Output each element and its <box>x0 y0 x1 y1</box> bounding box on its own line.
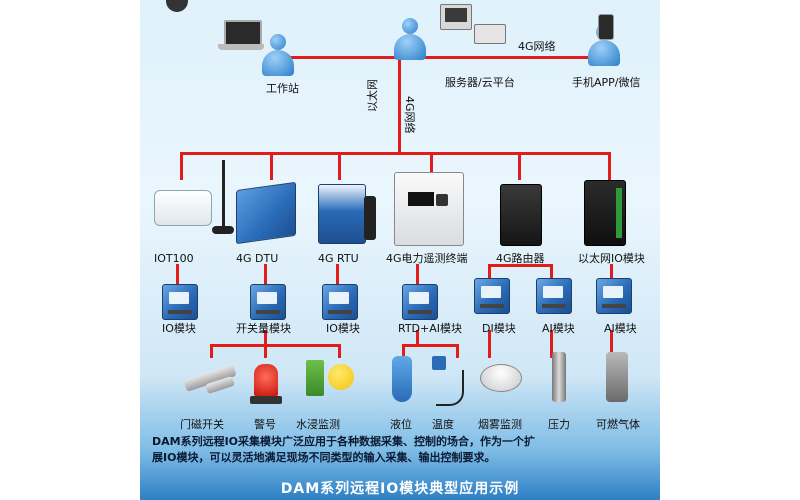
drop-line <box>270 152 273 180</box>
mobile-phone-icon <box>598 14 614 40</box>
smoke-detector-icon <box>480 364 522 392</box>
sensor-link-line <box>264 344 267 358</box>
module-link-line <box>264 264 267 284</box>
link-4g-label: 4G网络 <box>518 40 556 53</box>
sensor-link-line <box>456 344 459 358</box>
antenna-base-icon <box>212 226 234 234</box>
pressure-sensor-icon <box>552 352 566 402</box>
gateway-label: 4G RTU <box>318 252 359 265</box>
alarm-siren-base <box>250 396 282 404</box>
module-link-line <box>490 264 552 267</box>
sensor-label: 警号 <box>254 418 276 431</box>
vertical-trunk-line <box>398 58 401 154</box>
sensor-label: 门磁开关 <box>180 418 224 431</box>
terminal-display <box>408 192 434 206</box>
description-line-2: 展IO模块，可以灵活地满足现场不同类型的输入采集、输出控制要求。 <box>152 451 496 464</box>
io-module <box>596 278 632 314</box>
drop-line <box>180 152 183 180</box>
4g-dtu-device <box>236 181 296 245</box>
io-module <box>250 284 286 320</box>
liquid-level-sensor-icon <box>392 356 412 402</box>
water-leak-sensor-icon <box>306 360 324 396</box>
top-network-line <box>280 56 620 59</box>
water-leak-probe-icon <box>328 364 354 390</box>
io-module <box>402 284 438 320</box>
server-computer-icon <box>440 4 472 30</box>
gateway-bus-line <box>180 152 610 155</box>
sensor-label: 烟雾监测 <box>478 418 522 431</box>
sensor-link-line <box>210 344 213 358</box>
vertical-link-label-4g: 4G网络 <box>403 96 416 134</box>
server-label: 服务器/云平台 <box>445 76 515 89</box>
io-module <box>322 284 358 320</box>
sensor-link-line <box>338 344 341 358</box>
mobile-label: 手机APP/微信 <box>572 76 641 89</box>
sensor-label: 液位 <box>390 418 412 431</box>
combustible-gas-detector-icon <box>606 352 628 402</box>
sensor-link-line <box>264 330 267 346</box>
brand-logo <box>166 0 188 12</box>
description-line-1: DAM系列远程IO采集模块广泛应用于各种数据采集、控制的场合，作为一个扩 <box>152 435 536 448</box>
workstation-label: 工作站 <box>266 82 299 95</box>
sensor-link-line <box>416 330 419 346</box>
module-link-line <box>416 264 419 284</box>
terminal-keypad <box>436 194 448 206</box>
module-label: AI模块 <box>604 322 637 335</box>
sensor-link-line <box>488 330 491 358</box>
module-link-line <box>550 264 553 284</box>
printer-icon <box>474 24 506 44</box>
4g-rtu-side <box>364 196 376 240</box>
gateway-label: 4G DTU <box>236 252 279 265</box>
sensor-label: 压力 <box>548 418 570 431</box>
iot100-device <box>154 190 212 226</box>
module-label: IO模块 <box>162 322 196 335</box>
power-telemetry-terminal-device <box>394 172 464 246</box>
temperature-sensor-icon <box>432 356 446 370</box>
io-module <box>474 278 510 314</box>
diagram-panel: 工作站 服务器/云平台 4G网络 手机APP/微信 以太网 4G网络 IOT10… <box>140 0 660 500</box>
alarm-siren-icon <box>254 364 278 396</box>
antenna-icon <box>222 160 225 230</box>
temperature-sensor-cable <box>436 370 464 406</box>
module-label: DI模块 <box>482 322 516 335</box>
sensor-bus-line <box>210 344 340 347</box>
module-label: IO模块 <box>326 322 360 335</box>
4g-router-device <box>500 184 542 246</box>
drop-line <box>338 152 341 180</box>
sensor-label: 水浸监测 <box>296 418 340 431</box>
module-label: RTD+AI模块 <box>398 322 463 335</box>
module-link-line <box>610 264 613 284</box>
io-module <box>536 278 572 314</box>
workstation-user-icon <box>260 34 296 78</box>
sensor-link-line <box>610 330 613 358</box>
sensor-link-line <box>550 330 553 358</box>
drop-line <box>518 152 521 180</box>
vertical-link-label-ethernet: 以太网 <box>366 79 379 112</box>
module-link-line <box>176 264 179 284</box>
module-link-line <box>488 264 491 284</box>
sensor-bus-line <box>402 344 458 347</box>
gateway-label: 4G路由器 <box>496 252 545 265</box>
server-user-icon <box>392 18 428 62</box>
4g-rtu-device <box>318 184 366 244</box>
gateway-label: IOT100 <box>154 252 194 265</box>
description-text: DAM系列远程IO采集模块广泛应用于各种数据采集、控制的场合，作为一个扩 展IO… <box>152 434 652 466</box>
gateway-label: 以太网IO模块 <box>578 252 645 265</box>
module-link-line <box>336 264 339 284</box>
ethernet-io-terminals <box>616 188 622 238</box>
sensor-label: 温度 <box>432 418 454 431</box>
io-module <box>162 284 198 320</box>
sensor-link-line <box>402 344 405 358</box>
drop-line <box>430 152 433 172</box>
module-label: 开关量模块 <box>236 322 291 335</box>
module-label: AI模块 <box>542 322 575 335</box>
sensor-label: 可燃气体 <box>596 418 640 431</box>
drop-line <box>608 152 611 180</box>
laptop-icon <box>218 20 264 50</box>
gateway-label: 4G电力遥测终端 <box>386 252 468 265</box>
footer-title: DAM系列远程IO模块典型应用示例 <box>280 481 520 497</box>
